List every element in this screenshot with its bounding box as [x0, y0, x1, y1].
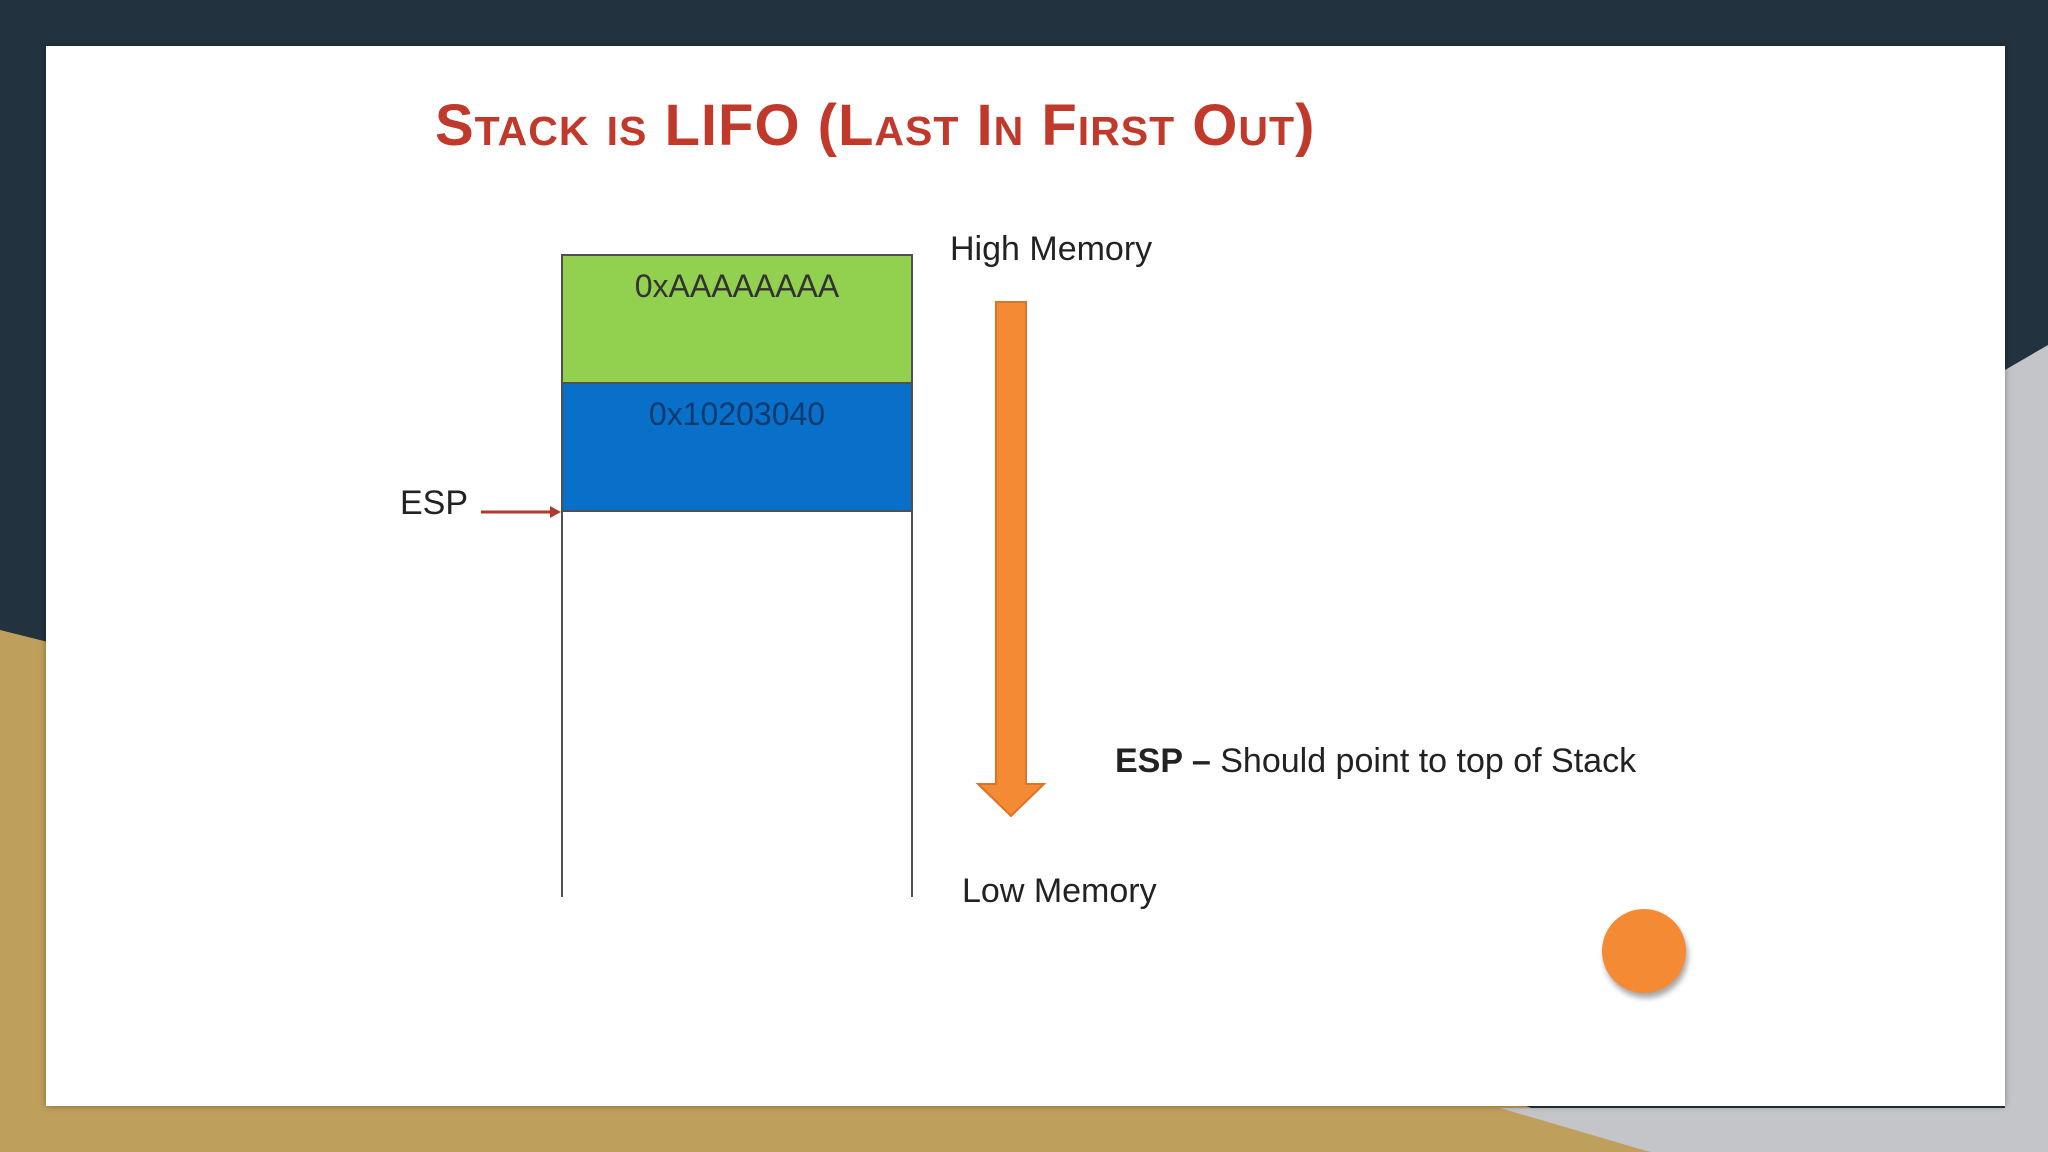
- high-memory-label: High Memory: [950, 230, 1153, 268]
- stack-left-wall: [561, 510, 563, 897]
- stack-cell-second: 0x10203040: [561, 382, 913, 512]
- esp-pointer-arrow: [481, 506, 561, 518]
- esp-description: ESP – Should point to top of Stack: [1115, 742, 1636, 781]
- memory-direction-arrow: [975, 301, 1047, 818]
- stack-cell-top: 0xAAAAAAAA: [561, 254, 913, 384]
- stack-right-wall: [911, 510, 913, 897]
- orange-dot: [1602, 909, 1686, 993]
- esp-description-text: Should point to top of Stack: [1220, 742, 1637, 780]
- low-memory-label: Low Memory: [962, 872, 1157, 910]
- esp-description-term: ESP –: [1115, 742, 1211, 780]
- slide-title: Stack is LIFO (Last In First Out): [435, 93, 1316, 158]
- esp-pointer-label: ESP: [400, 484, 469, 522]
